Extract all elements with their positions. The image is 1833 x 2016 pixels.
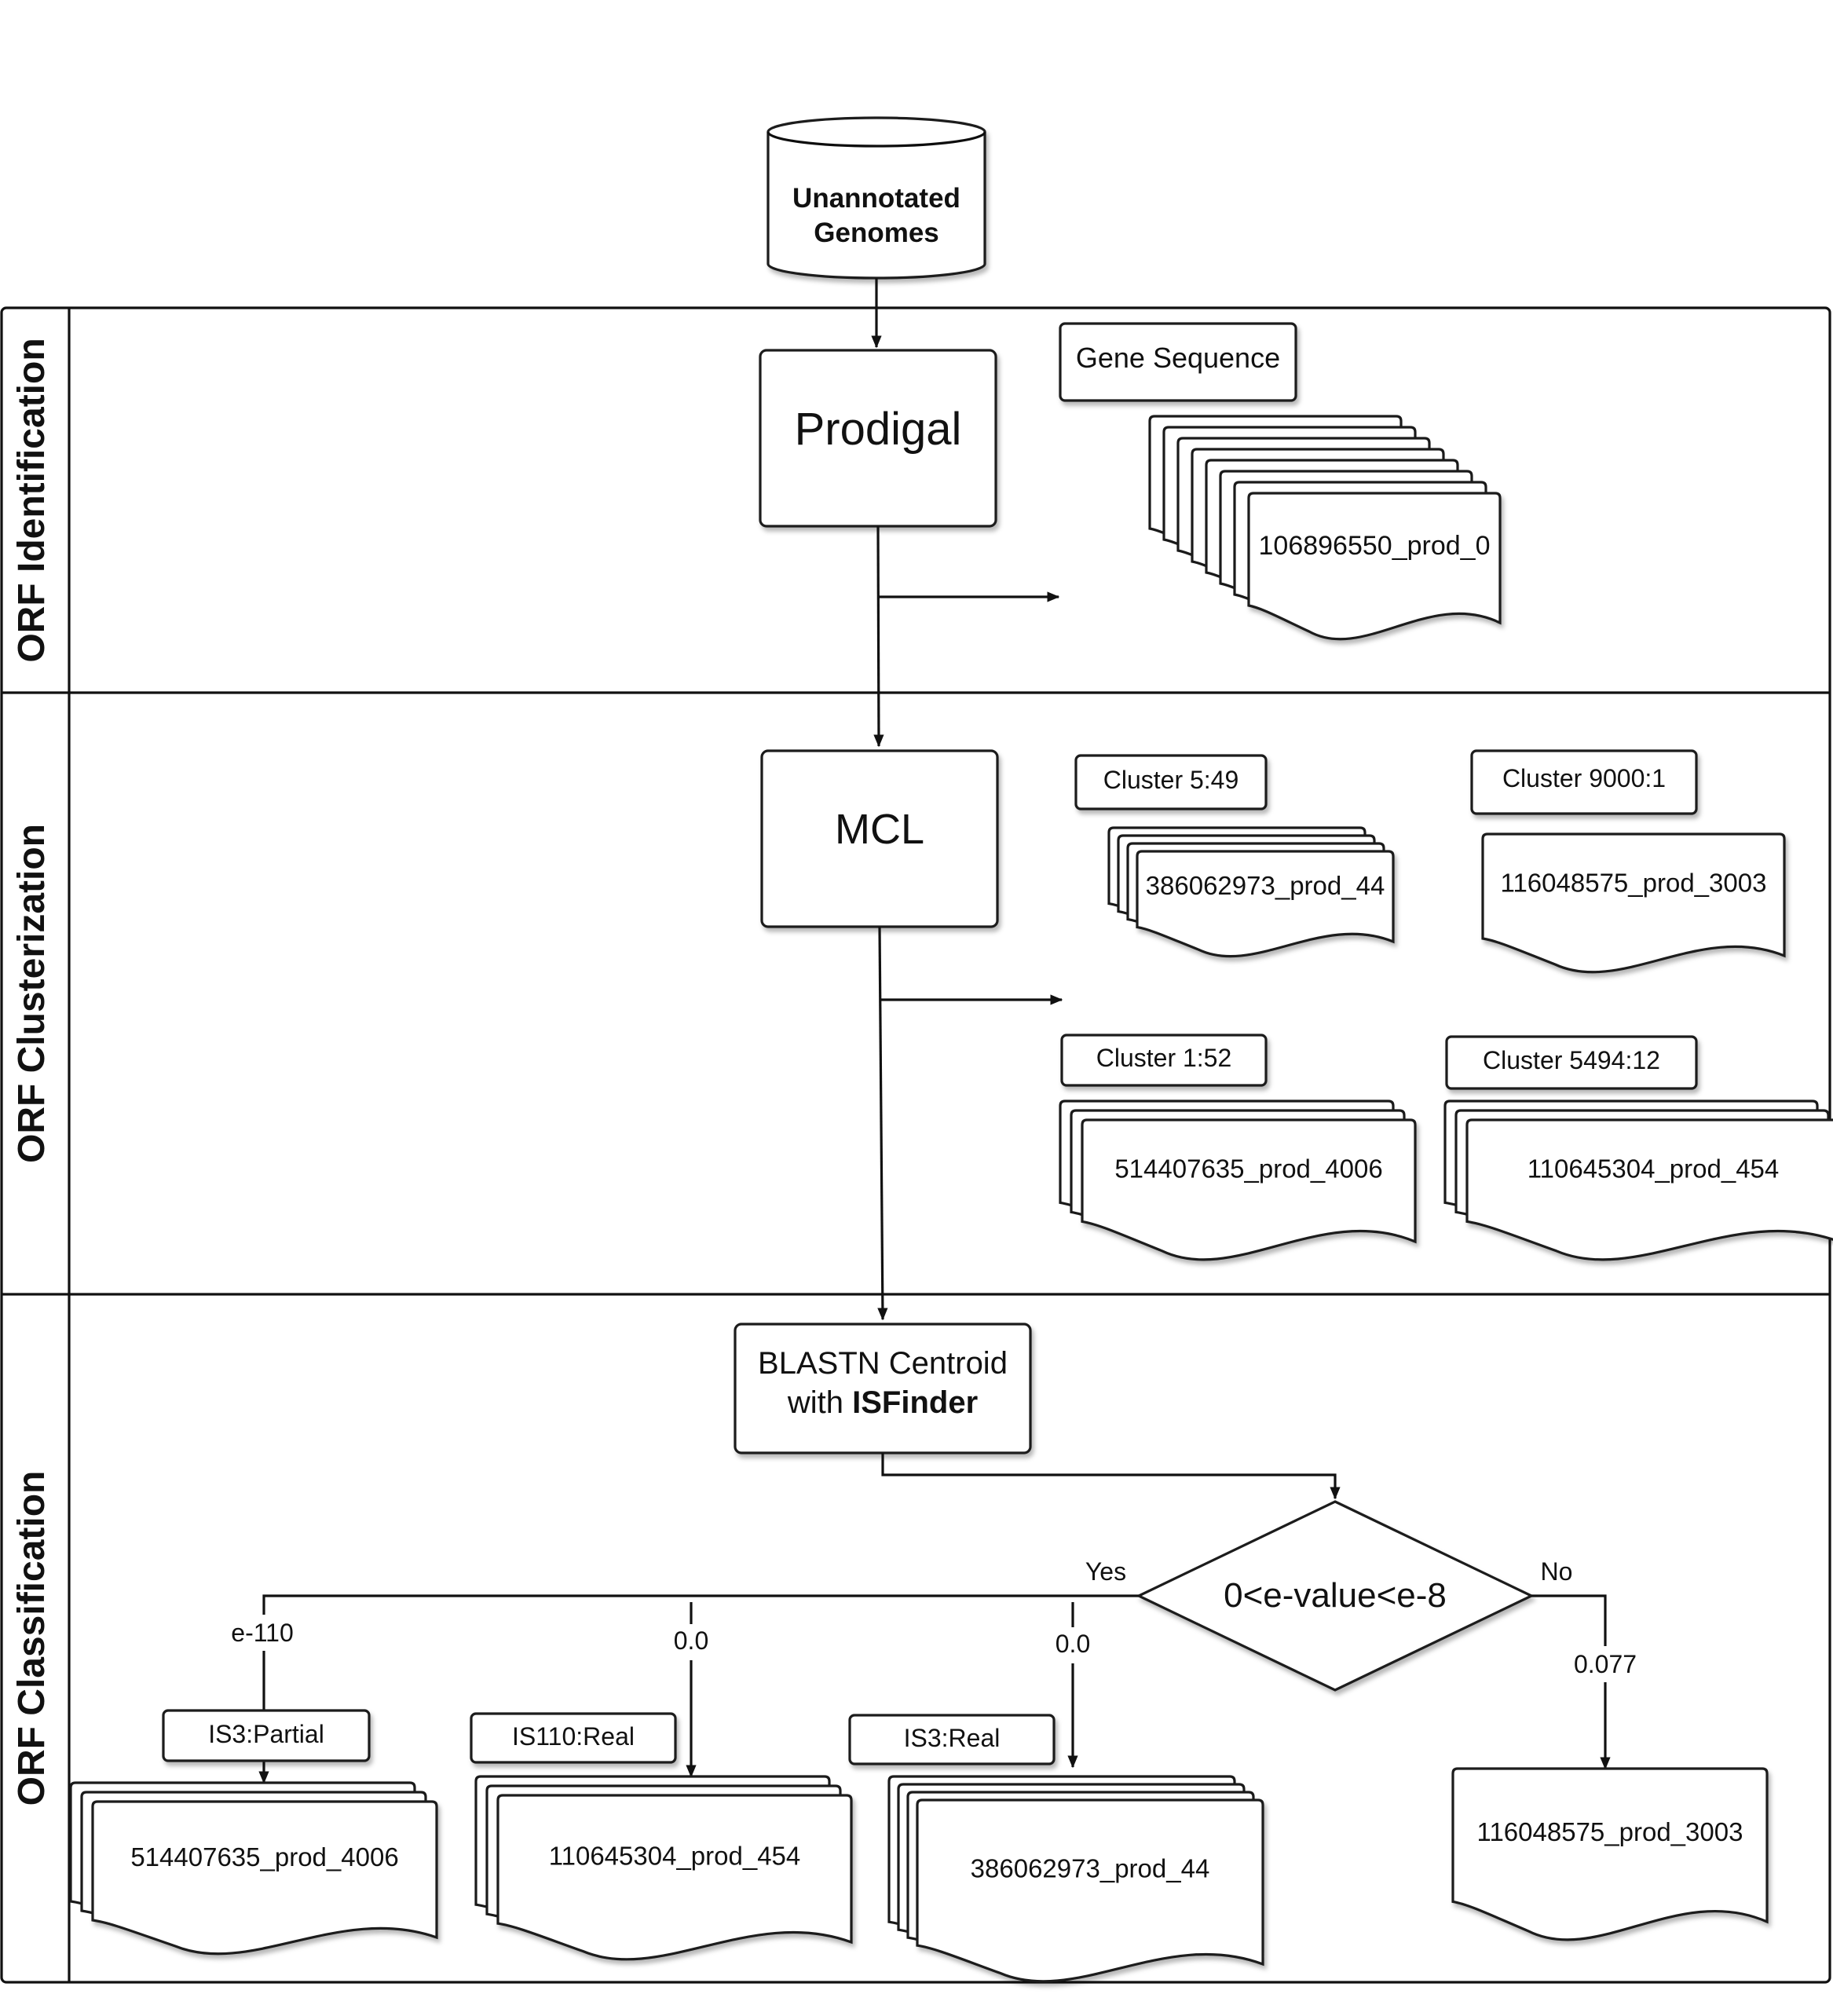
document-caption: 386062973_prod_44 — [971, 1853, 1210, 1882]
cluster-label-1: Cluster 5:49 — [1103, 766, 1239, 794]
document-shape — [916, 1798, 1264, 1983]
document-shape — [1081, 1118, 1417, 1261]
document-caption: 514407635_prod_4006 — [1114, 1154, 1382, 1184]
blastn-label-line2: with ISFinder — [787, 1385, 978, 1420]
cluster-label-4: Cluster 5494:12 — [1483, 1046, 1660, 1074]
evalue-label-bg-2 — [663, 1624, 719, 1660]
no-branch-line — [1531, 1594, 1611, 1770]
source-label-line2: Genomes — [814, 218, 939, 248]
database-cylinder — [766, 116, 986, 280]
mcl-label: MCL — [835, 806, 924, 853]
result-evalue-1: e-110 — [231, 1619, 293, 1647]
result-label-3: IS3:Real — [904, 1724, 1001, 1752]
document-caption: 106896550_prod_0 — [1259, 531, 1491, 561]
result-stack-4: 116048575_prod_3003 — [1451, 1767, 1769, 1941]
gene-sequence-label-box — [1059, 322, 1297, 402]
arrow-blastn-to-decision — [881, 1453, 1341, 1500]
source-label-line1: Unannotated — [792, 183, 960, 214]
lane-title-orf-classification: ORF Classification — [11, 1471, 53, 1806]
swimlanes: ORF Identification ORF Clusterization OR… — [0, 306, 1831, 1984]
cluster-stack-3: 514407635_prod_4006 — [1059, 1099, 1417, 1261]
yes-label-bg — [1070, 1553, 1139, 1588]
arrow-prodigal-to-mcl — [873, 525, 884, 748]
gene-sequence-stack: 106896550_prod_0 — [1148, 415, 1502, 641]
result-evalue-2: 0.0 — [674, 1626, 708, 1655]
document-caption: 514407635_prod_4006 — [130, 1842, 398, 1871]
lane-title-orf-identification: ORF Identification — [11, 338, 53, 662]
document-shape — [1465, 1118, 1833, 1261]
evalue-label-bg-4 — [1566, 1646, 1645, 1682]
document-caption: 110645304_prod_454 — [549, 1841, 801, 1870]
result-evalue-3: 0.0 — [1056, 1630, 1090, 1658]
blastn-label-line1: BLASTN Centroid — [758, 1346, 1008, 1381]
document-shape — [1481, 832, 1786, 974]
result-evalue-4: 0.077 — [1574, 1650, 1637, 1678]
gene-sequence-label: Gene Sequence — [1076, 342, 1280, 374]
decision-condition: 0<e-value<e-8 — [1224, 1576, 1447, 1615]
cluster-stack-2: 116048575_prod_3003 — [1481, 832, 1786, 974]
document-shape — [91, 1800, 438, 1956]
document-shape — [1136, 850, 1395, 958]
document-caption: 110645304_prod_454 — [1528, 1154, 1780, 1184]
cluster-label-box-1 — [1074, 754, 1268, 810]
no-label-bg — [1533, 1553, 1580, 1588]
result-label-box-1 — [162, 1709, 371, 1762]
result-stack-1: 514407635_prod_4006 — [69, 1781, 438, 1956]
lane-title-orf-clusterization: ORF Clusterization — [11, 824, 53, 1163]
decision-no-label: No — [1541, 1557, 1573, 1586]
result-label-box-3 — [848, 1714, 1056, 1765]
document-caption: 116048575_prod_3003 — [1501, 869, 1767, 898]
document-shape — [1451, 1767, 1769, 1941]
result-stack-3: 386062973_prod_44 — [887, 1775, 1264, 1983]
cluster-stack-1: 386062973_prod_44 — [1107, 826, 1395, 958]
arrow-mcl-to-blastn — [877, 926, 888, 1321]
prodigal-label: Prodigal — [795, 404, 962, 455]
cluster-stack-4: 110645304_prod_454 — [1443, 1099, 1833, 1261]
cylinder-rim — [766, 131, 986, 148]
result-label-box-2 — [470, 1712, 677, 1764]
result-label-1: IS3:Partial — [208, 1720, 324, 1748]
document-caption: 386062973_prod_44 — [1146, 871, 1385, 900]
cluster-label-box-2 — [1470, 749, 1698, 815]
document-caption: 116048575_prod_3003 — [1477, 1817, 1743, 1846]
evalue-label-bg-1 — [223, 1615, 305, 1651]
evalue-label-bg-3 — [1045, 1627, 1101, 1663]
document-shape — [1247, 492, 1502, 641]
cluster-label-3: Cluster 1:52 — [1096, 1044, 1232, 1072]
result-stack-2: 110645304_prod_454 — [474, 1775, 853, 1961]
document-stacks: 106896550_prod_0 386062973_prod_44 1160485… — [69, 415, 1833, 1983]
cluster-label-box-4 — [1445, 1035, 1698, 1090]
result-label-2: IS110:Real — [512, 1722, 635, 1751]
decision-diamond — [1136, 1500, 1535, 1692]
cluster-label-2: Cluster 9000:1 — [1502, 764, 1666, 792]
document-shape — [496, 1794, 853, 1961]
cluster-label-box-3 — [1060, 1034, 1268, 1087]
decision-yes-label: Yes — [1085, 1557, 1126, 1586]
